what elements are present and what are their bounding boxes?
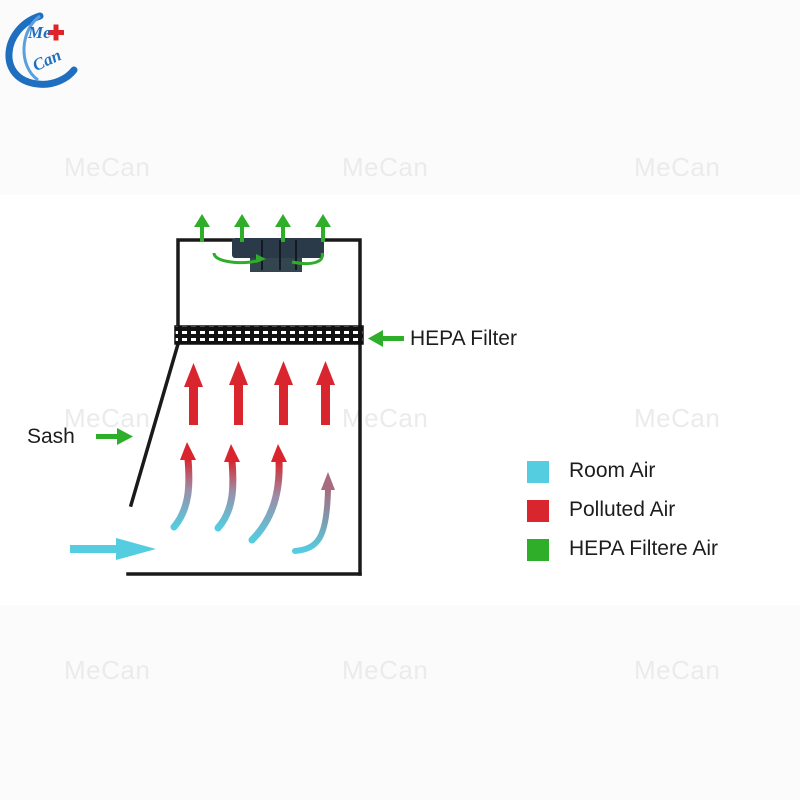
curved-air-arrow: [170, 442, 196, 531]
watermark: MeCan: [64, 655, 151, 685]
fan-unit: [212, 238, 324, 272]
legend-swatch: [527, 500, 549, 522]
room-air-curved-arrows: [170, 442, 335, 554]
exhaust-arrow: [275, 214, 291, 242]
legend-label: Room Air: [569, 459, 656, 482]
polluted-air-arrow: [184, 363, 203, 425]
legend-label: HEPA Filtere Air: [569, 537, 718, 560]
watermark: MeCan: [342, 152, 429, 182]
sash-pointer-arrow: [96, 428, 133, 445]
svg-text:Me: Me: [27, 23, 51, 42]
svg-text:Can: Can: [30, 45, 65, 75]
curved-air-arrow: [292, 472, 335, 554]
watermark: MeCan: [634, 152, 721, 182]
room-air-inlet-arrow: [70, 538, 156, 560]
watermark: MeCan: [634, 655, 721, 685]
exhaust-arrow: [234, 214, 250, 242]
watermark: MeCan: [342, 655, 429, 685]
polluted-air-arrows: [184, 361, 335, 425]
legend-swatch: [527, 539, 549, 561]
hepa-filter-label: HEPA Filter: [410, 327, 517, 350]
hepa-filter: [174, 325, 364, 345]
watermark: MeCan: [634, 403, 721, 433]
exhaust-arrows: [194, 214, 331, 242]
watermark: MeCan: [64, 403, 151, 433]
diagram-background-band: [0, 195, 800, 605]
legend-label: Polluted Air: [569, 498, 676, 521]
legend-swatch: [527, 461, 549, 483]
hepa-pointer-arrow: [368, 330, 404, 347]
cabinet-outline: [126, 238, 362, 576]
exhaust-arrow: [194, 214, 210, 242]
polluted-air-arrow: [316, 361, 335, 425]
polluted-air-arrow: [274, 361, 293, 425]
polluted-air-arrow: [229, 361, 248, 425]
mecan-logo: Me Can: [5, 12, 78, 88]
exhaust-arrow: [315, 214, 331, 242]
sash-label: Sash: [27, 425, 75, 448]
curved-air-arrow: [214, 444, 240, 532]
watermark: MeCan: [342, 403, 429, 433]
watermark: MeCan: [64, 152, 151, 182]
curved-air-arrow: [248, 444, 287, 544]
